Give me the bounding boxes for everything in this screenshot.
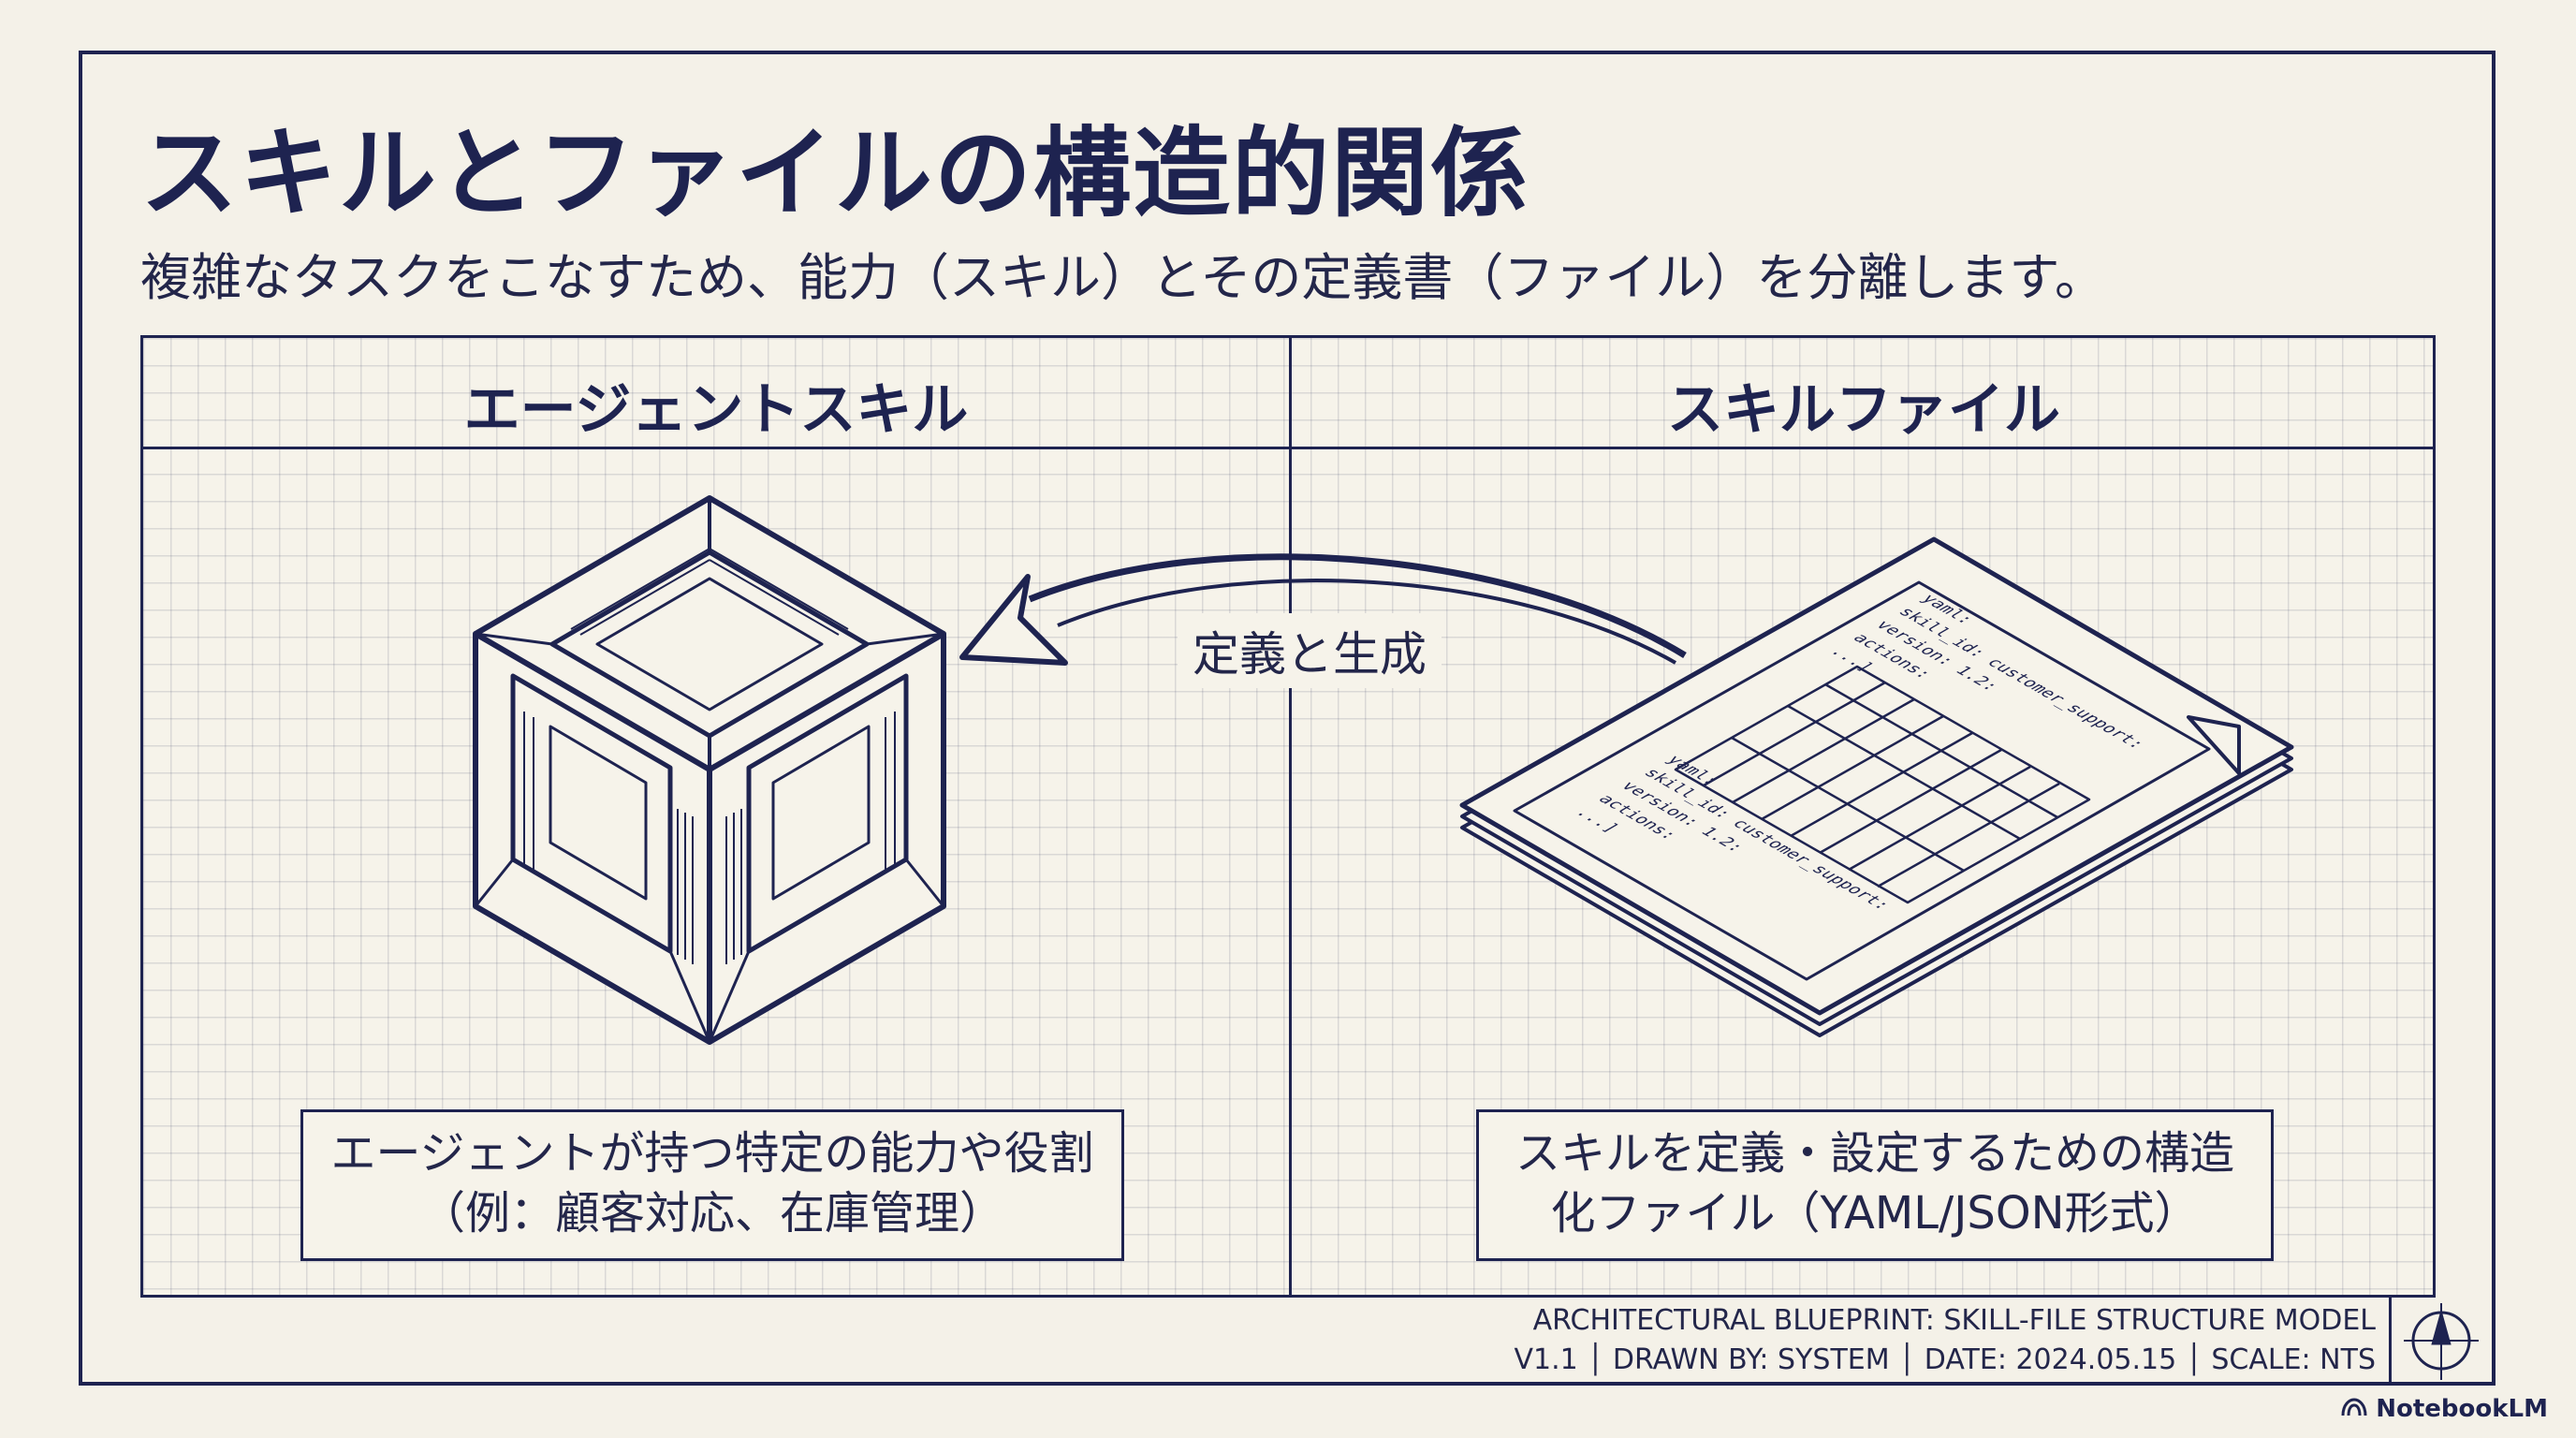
skill-file-caption-line1: スキルを定義・設定するための構造	[1515, 1127, 2234, 1180]
skill-cube-icon	[473, 495, 946, 1045]
agent-skill-caption-line1: エージェントが持つ特定の能力や役割	[330, 1127, 1094, 1180]
column-divider	[1289, 338, 1292, 1295]
compass-box	[2389, 1298, 2492, 1382]
brand-watermark: NotebookLM	[2340, 1395, 2548, 1424]
definition-arrow-icon	[959, 553, 1687, 666]
page-title: スキルとファイルの構造的関係	[140, 116, 1530, 230]
title-block-line2: V1.1 │ DRAWN BY: SYSTEM │ DATE: 2024.05.…	[1514, 1343, 2376, 1376]
agent-skill-caption: エージェントが持つ特定の能力や役割 （例：顧客対応、在庫管理）	[300, 1109, 1124, 1261]
page-subtitle: 複雑なタスクをこなすため、能力（スキル）とその定義書（ファイル）を分離します。	[140, 248, 2105, 307]
brand-name: NotebookLM	[2376, 1395, 2548, 1423]
notebooklm-logo-icon	[2340, 1396, 2368, 1424]
outer-frame	[79, 51, 2496, 1386]
skill-file-caption: スキルを定義・設定するための構造 化ファイル（YAML/JSON形式）	[1476, 1109, 2274, 1261]
compass-icon	[2404, 1303, 2479, 1380]
title-block: ARCHITECTURAL BLUEPRINT: SKILL-FILE STRU…	[1515, 1301, 2376, 1380]
skill-file-header: スキルファイル	[1667, 377, 2060, 443]
header-divider	[143, 447, 2433, 449]
skill-file-caption-line2: 化ファイル（YAML/JSON形式）	[1550, 1187, 2200, 1240]
agent-skill-caption-line2: （例：顧客対応、在庫管理）	[419, 1187, 1004, 1240]
skill-file-document-icon: yaml: skill_id: customer_support: versio…	[1459, 536, 2294, 1037]
title-block-line1: ARCHITECTURAL BLUEPRINT: SKILL-FILE STRU…	[1532, 1304, 2376, 1337]
agent-skill-header: エージェントスキル	[463, 377, 969, 443]
arrow-label: 定義と生成	[1178, 613, 1442, 688]
